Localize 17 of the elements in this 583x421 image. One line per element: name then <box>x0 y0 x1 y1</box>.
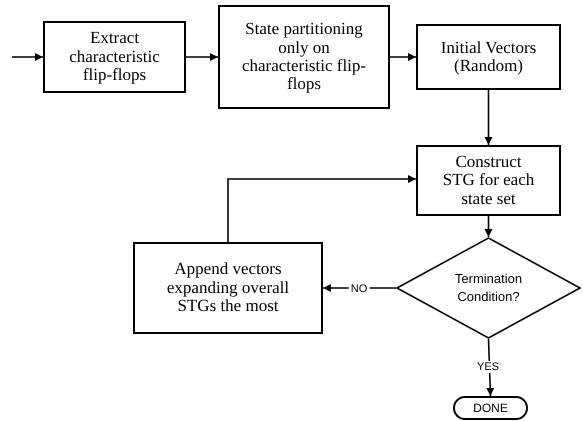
arrow <box>390 53 416 61</box>
arrow <box>12 53 43 61</box>
process-box: State partitioning only on characteristic flip-flops <box>218 5 390 109</box>
arrow <box>186 53 218 61</box>
arrow <box>323 284 396 292</box>
process-box: Extract characteristic flip-flops <box>43 21 186 93</box>
arrow <box>484 90 492 145</box>
arrow <box>227 175 416 242</box>
edge-label: YES <box>475 360 501 374</box>
terminal-box: DONE <box>453 396 528 420</box>
decision-diamond <box>396 237 581 339</box>
process-box: Append vectors expanding overall STGs the most <box>133 242 323 334</box>
decision-text: Termination Condition? <box>454 270 524 306</box>
arrow <box>484 216 492 237</box>
process-box: Initial Vectors (Random) <box>416 24 561 90</box>
edge-label: NO <box>348 282 370 296</box>
process-box: Construct STG for each state set <box>416 145 561 216</box>
